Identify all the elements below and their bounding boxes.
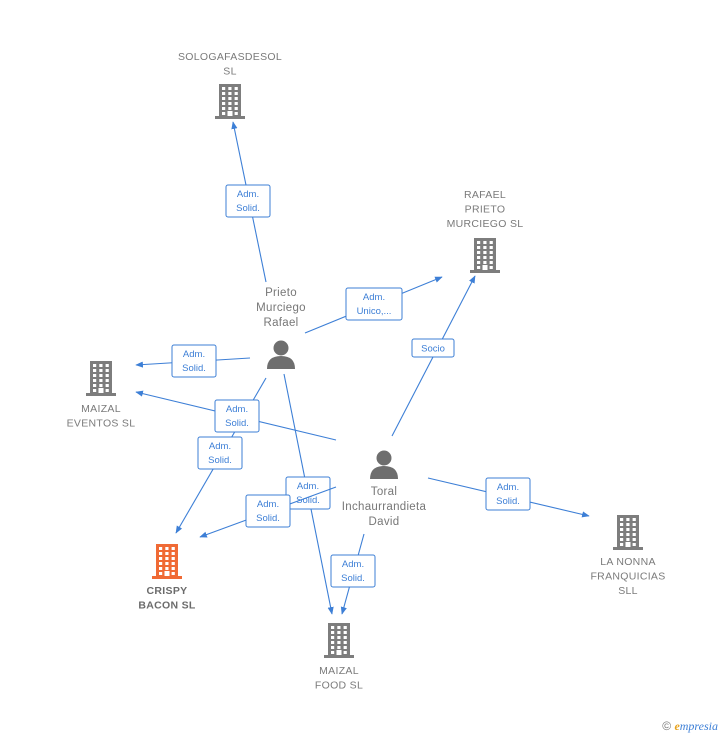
node-label-line: FRANQUICIAS xyxy=(590,571,665,583)
edge-label-text: Solid. xyxy=(296,495,320,506)
edge-label-text: Adm. xyxy=(209,441,231,452)
edges-layer: Adm. Solid. Adm. Unico,... Adm. Solid. Adm. Sol… xyxy=(135,121,590,615)
edge-label-text: Unico,... xyxy=(357,306,392,317)
nodes-layer: SOLOGAFASDESOL SL RAFAEL PRIETO MURCIEGO SL M… xyxy=(67,51,666,692)
node-label-line: LA NONNA xyxy=(600,556,656,568)
building-icon xyxy=(152,544,182,579)
edge-prieto-person-to-sologafasdesol: Adm. Solid. xyxy=(225,121,271,283)
node-label-line: SLL xyxy=(618,585,638,597)
edge-label-text: Adm. xyxy=(363,292,385,303)
edge-toral-person-to-crispy-bacon: Adm. Solid. xyxy=(199,486,337,538)
node-maizal-eventos[interactable]: MAIZAL EVENTOS SL xyxy=(67,361,136,430)
building-icon xyxy=(215,84,245,119)
edge-label-text: Solid. xyxy=(256,513,280,524)
node-label-line: PRIETO xyxy=(465,204,506,216)
node-label-line: MAIZAL xyxy=(319,665,359,677)
edge-label-box[interactable] xyxy=(171,344,217,378)
copyright-symbol: © xyxy=(662,719,672,733)
edge-label-text: Solid. xyxy=(225,418,249,429)
building-icon xyxy=(324,623,354,658)
node-label-line: CRISPY xyxy=(147,585,188,597)
edge-label-text: Adm. xyxy=(342,559,364,570)
node-label-line: Prieto xyxy=(265,287,297,299)
edge-label-box[interactable] xyxy=(197,436,243,470)
building-icon xyxy=(86,361,116,396)
edge-label-box[interactable] xyxy=(485,477,531,511)
person-icon xyxy=(370,450,398,479)
edge-label-text: Adm. xyxy=(297,481,319,492)
edge-toral-person-to-maizal-eventos: Adm. Solid. xyxy=(135,390,337,441)
edge-label-text: Adm. xyxy=(183,349,205,360)
edge-prieto-person-to-crispy-bacon: Adm. Solid. xyxy=(175,377,267,534)
edge-label-text: Solid. xyxy=(208,455,232,466)
edge-label-text: Solid. xyxy=(496,496,520,507)
edge-prieto-person-to-rafael-prieto: Adm. Unico,... xyxy=(304,276,443,334)
node-label-line: MAIZAL xyxy=(81,403,121,415)
edge-label-box[interactable] xyxy=(225,184,271,218)
edge-label-box[interactable] xyxy=(345,287,403,321)
edge-prieto-person-to-maizal-eventos: Adm. Solid. xyxy=(135,344,251,378)
person-icon xyxy=(267,340,295,369)
node-label-line: FOOD SL xyxy=(315,680,363,692)
brand-logo-initial: e xyxy=(674,719,680,733)
edge-label-text: Adm. xyxy=(237,189,259,200)
node-label-line: Toral xyxy=(371,486,397,498)
edge-label-box[interactable] xyxy=(214,399,260,433)
edge-label-box[interactable] xyxy=(245,494,291,528)
building-icon xyxy=(470,238,500,273)
node-la-nonna[interactable]: LA NONNA FRANQUICIAS SLL xyxy=(590,515,665,597)
edge-label-text: Solid. xyxy=(236,203,260,214)
node-label-line: SOLOGAFASDESOL xyxy=(178,51,282,63)
node-label-line: SL xyxy=(223,66,236,78)
node-label-line: RAFAEL xyxy=(464,189,506,201)
node-label-line: David xyxy=(369,516,400,528)
node-label-line: BACON SL xyxy=(138,600,196,612)
node-label-line: Inchaurrandieta xyxy=(342,501,427,513)
node-label-line: Murciego xyxy=(256,302,306,314)
edge-label-text: Solid. xyxy=(341,573,365,584)
edge-label-text: Adm. xyxy=(257,499,279,510)
node-sologafasdesol[interactable]: SOLOGAFASDESOL SL xyxy=(178,51,282,119)
edge-label-text: Solid. xyxy=(182,363,206,374)
edge-label-box[interactable] xyxy=(411,338,455,358)
building-icon xyxy=(613,515,643,550)
node-label-line: EVENTOS SL xyxy=(67,418,136,430)
node-maizal-food[interactable]: MAIZAL FOOD SL xyxy=(315,623,363,692)
edge-prieto-person-to-maizal-food: Adm. Solid. xyxy=(283,373,334,615)
brand-logo-text: mpresia xyxy=(679,719,718,733)
edge-toral-person-to-la-nonna: Adm. Solid. xyxy=(427,477,590,518)
node-label-line: MURCIEGO SL xyxy=(447,218,524,230)
footer-credit: © empresia xyxy=(662,719,718,734)
node-label-line: Rafael xyxy=(263,317,298,329)
edge-label-text: Adm. xyxy=(226,404,248,415)
edge-label-box[interactable] xyxy=(330,554,376,588)
edge-label-text: Adm. xyxy=(497,482,519,493)
node-rafael-prieto[interactable]: RAFAEL PRIETO MURCIEGO SL xyxy=(447,189,524,273)
edge-toral-person-to-maizal-food: Adm. Solid. xyxy=(330,533,376,615)
edge-label-text: Socio xyxy=(421,344,445,355)
node-crispy-bacon[interactable]: CRISPY BACON SL xyxy=(138,544,196,612)
edge-toral-person-to-rafael-prieto: Socio xyxy=(391,275,476,437)
